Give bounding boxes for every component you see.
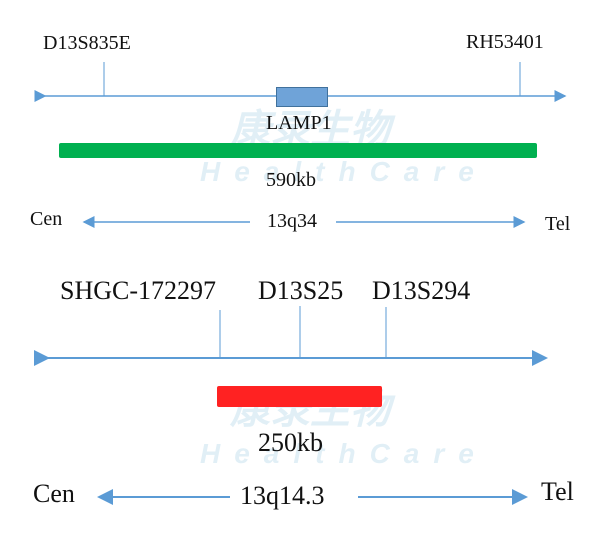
band-label: 13q14.3	[240, 481, 325, 510]
region-bar	[217, 386, 382, 407]
watermark-logo: HealthCare	[200, 156, 488, 187]
watermark-logo: HealthCare	[200, 438, 488, 469]
cen-label: Cen	[33, 479, 75, 508]
tel-label: Tel	[541, 477, 574, 506]
gene-box	[276, 87, 328, 107]
size-label: 250kb	[258, 428, 323, 457]
marker-label: SHGC-172297	[60, 276, 217, 305]
gene-label: LAMP1	[266, 112, 332, 134]
band-label: 13q34	[267, 210, 317, 232]
tel-label: Tel	[545, 213, 571, 235]
marker-label: D13S294	[372, 276, 471, 305]
cen-label: Cen	[30, 208, 63, 230]
marker-label: D13S25	[258, 276, 344, 305]
size-label: 590kb	[266, 169, 316, 191]
region-bar	[59, 143, 537, 158]
marker-label: RH53401	[466, 31, 544, 53]
marker-label: D13S835E	[43, 32, 131, 54]
